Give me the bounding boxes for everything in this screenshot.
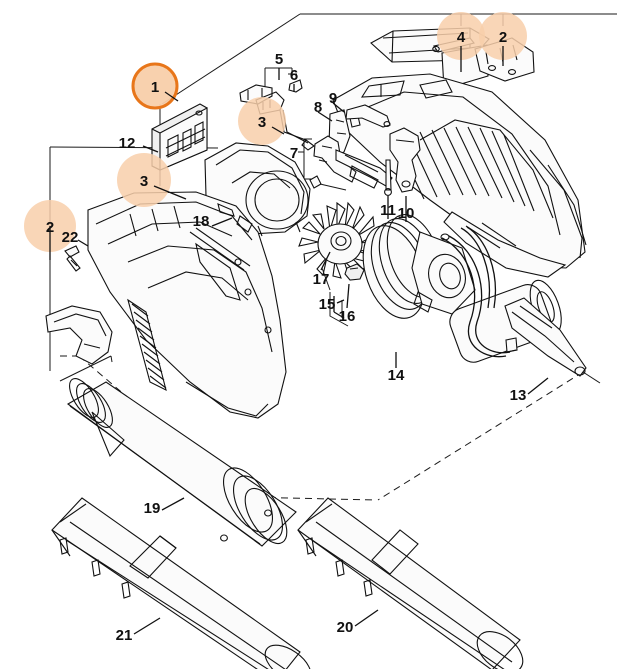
callout-number-4[interactable]: 4 <box>457 29 466 46</box>
callout-number-22[interactable]: 22 <box>62 229 79 246</box>
callout-number-9[interactable]: 9 <box>329 90 337 107</box>
callout-number-2[interactable]: 2 <box>499 29 507 46</box>
left-grip-piece <box>45 305 113 365</box>
callout-number-14[interactable]: 14 <box>388 367 405 384</box>
callout-number-15[interactable]: 15 <box>319 296 336 313</box>
callout-number-18[interactable]: 18 <box>193 213 210 230</box>
callout-number-5[interactable]: 5 <box>275 51 283 68</box>
lever-parts-8-9 <box>298 104 393 191</box>
callout-number-10[interactable]: 10 <box>398 205 415 222</box>
part-21-flat-nozzle <box>51 497 312 669</box>
part-13-tail-cone <box>504 297 587 377</box>
part-12-module <box>151 103 208 171</box>
callout-highlight-1[interactable] <box>131 62 179 110</box>
callout-number-16[interactable]: 16 <box>339 308 356 325</box>
part-22-screw <box>64 245 81 272</box>
callout-leaders <box>49 46 549 635</box>
callout-highlight-3[interactable] <box>238 97 286 145</box>
callout-highlight-3[interactable] <box>117 153 171 207</box>
callout-number-12[interactable]: 12 <box>119 135 136 152</box>
part-19-tube <box>66 378 297 547</box>
callout-highlight-2[interactable] <box>479 12 527 60</box>
callout-number-1[interactable]: 1 <box>151 79 159 96</box>
callout-number-3[interactable]: 3 <box>258 114 266 131</box>
callout-number-17[interactable]: 17 <box>313 271 330 288</box>
part-16-nut <box>344 263 365 281</box>
part-14-motor-assembly <box>362 214 562 363</box>
callout-number-13[interactable]: 13 <box>510 387 527 404</box>
main-handle-shell <box>87 191 287 419</box>
callout-number-19[interactable]: 19 <box>144 500 161 517</box>
parts-10-11 <box>384 127 421 196</box>
callout-number-20[interactable]: 20 <box>337 619 354 636</box>
part-20-round-nozzle <box>297 497 524 669</box>
callout-number-3[interactable]: 3 <box>140 173 148 190</box>
callout-highlight-4[interactable] <box>437 12 485 60</box>
callout-number-8[interactable]: 8 <box>314 99 322 116</box>
highlight-layer <box>24 12 527 252</box>
callout-number-2[interactable]: 2 <box>46 219 54 236</box>
callout-number-7[interactable]: 7 <box>290 145 298 162</box>
callout-number-21[interactable]: 21 <box>116 627 133 644</box>
callout-number-6[interactable]: 6 <box>290 67 298 84</box>
callout-number-11[interactable]: 11 <box>380 202 396 219</box>
